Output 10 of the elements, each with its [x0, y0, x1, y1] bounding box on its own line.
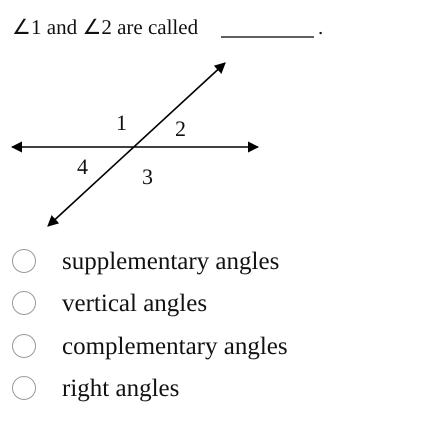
period: .: [318, 17, 324, 38]
angle-number: 4: [77, 156, 88, 178]
angle-number: 3: [142, 166, 153, 188]
question-text: ∠1 and ∠2 are called: [12, 17, 198, 38]
option-text: complementary angles: [62, 334, 288, 359]
option-text: right angles: [62, 376, 180, 401]
option-text: supplementary angles: [62, 249, 280, 274]
option-text: vertical angles: [62, 291, 208, 316]
angle-number: 1: [116, 112, 127, 134]
angle-number: 2: [175, 118, 186, 140]
